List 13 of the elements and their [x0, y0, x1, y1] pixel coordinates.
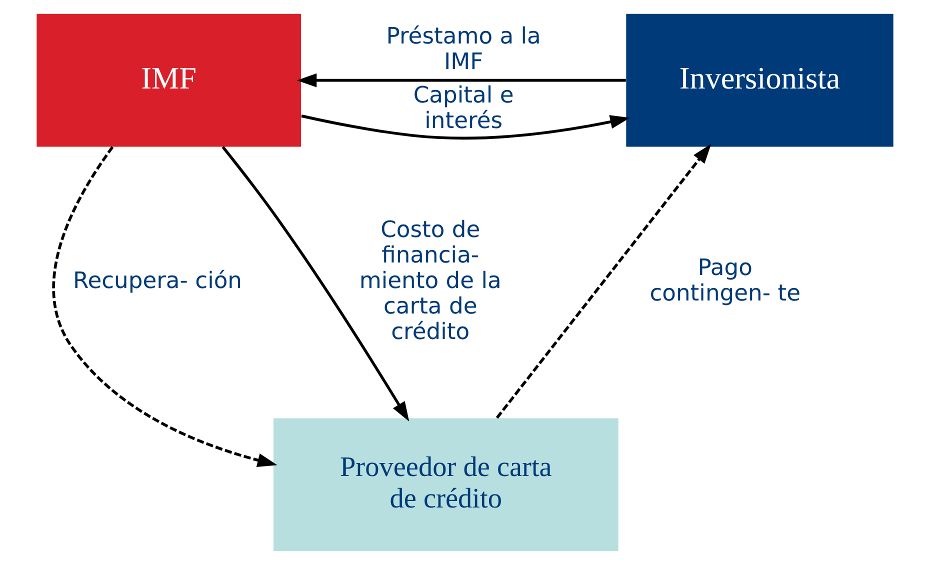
edge-label: Costo de financia- miento de la carta de crédito: [359, 216, 502, 345]
arrow: [496, 144, 712, 419]
arrow: [52, 146, 278, 467]
node-box: IMF: [36, 14, 302, 147]
arrow: [296, 73, 626, 88]
edge-label: Préstamo a la IMF: [386, 23, 541, 75]
arrow: [222, 146, 410, 422]
node-box: Proveedor de carta de crédito: [273, 418, 618, 552]
node-box: Inversionista: [626, 14, 894, 147]
arrow: [301, 114, 630, 140]
edge-label: Recupera- ción: [73, 268, 242, 294]
edge-label: Capital e interés: [413, 82, 514, 134]
edge-label: Pago contingen- te: [650, 255, 801, 307]
